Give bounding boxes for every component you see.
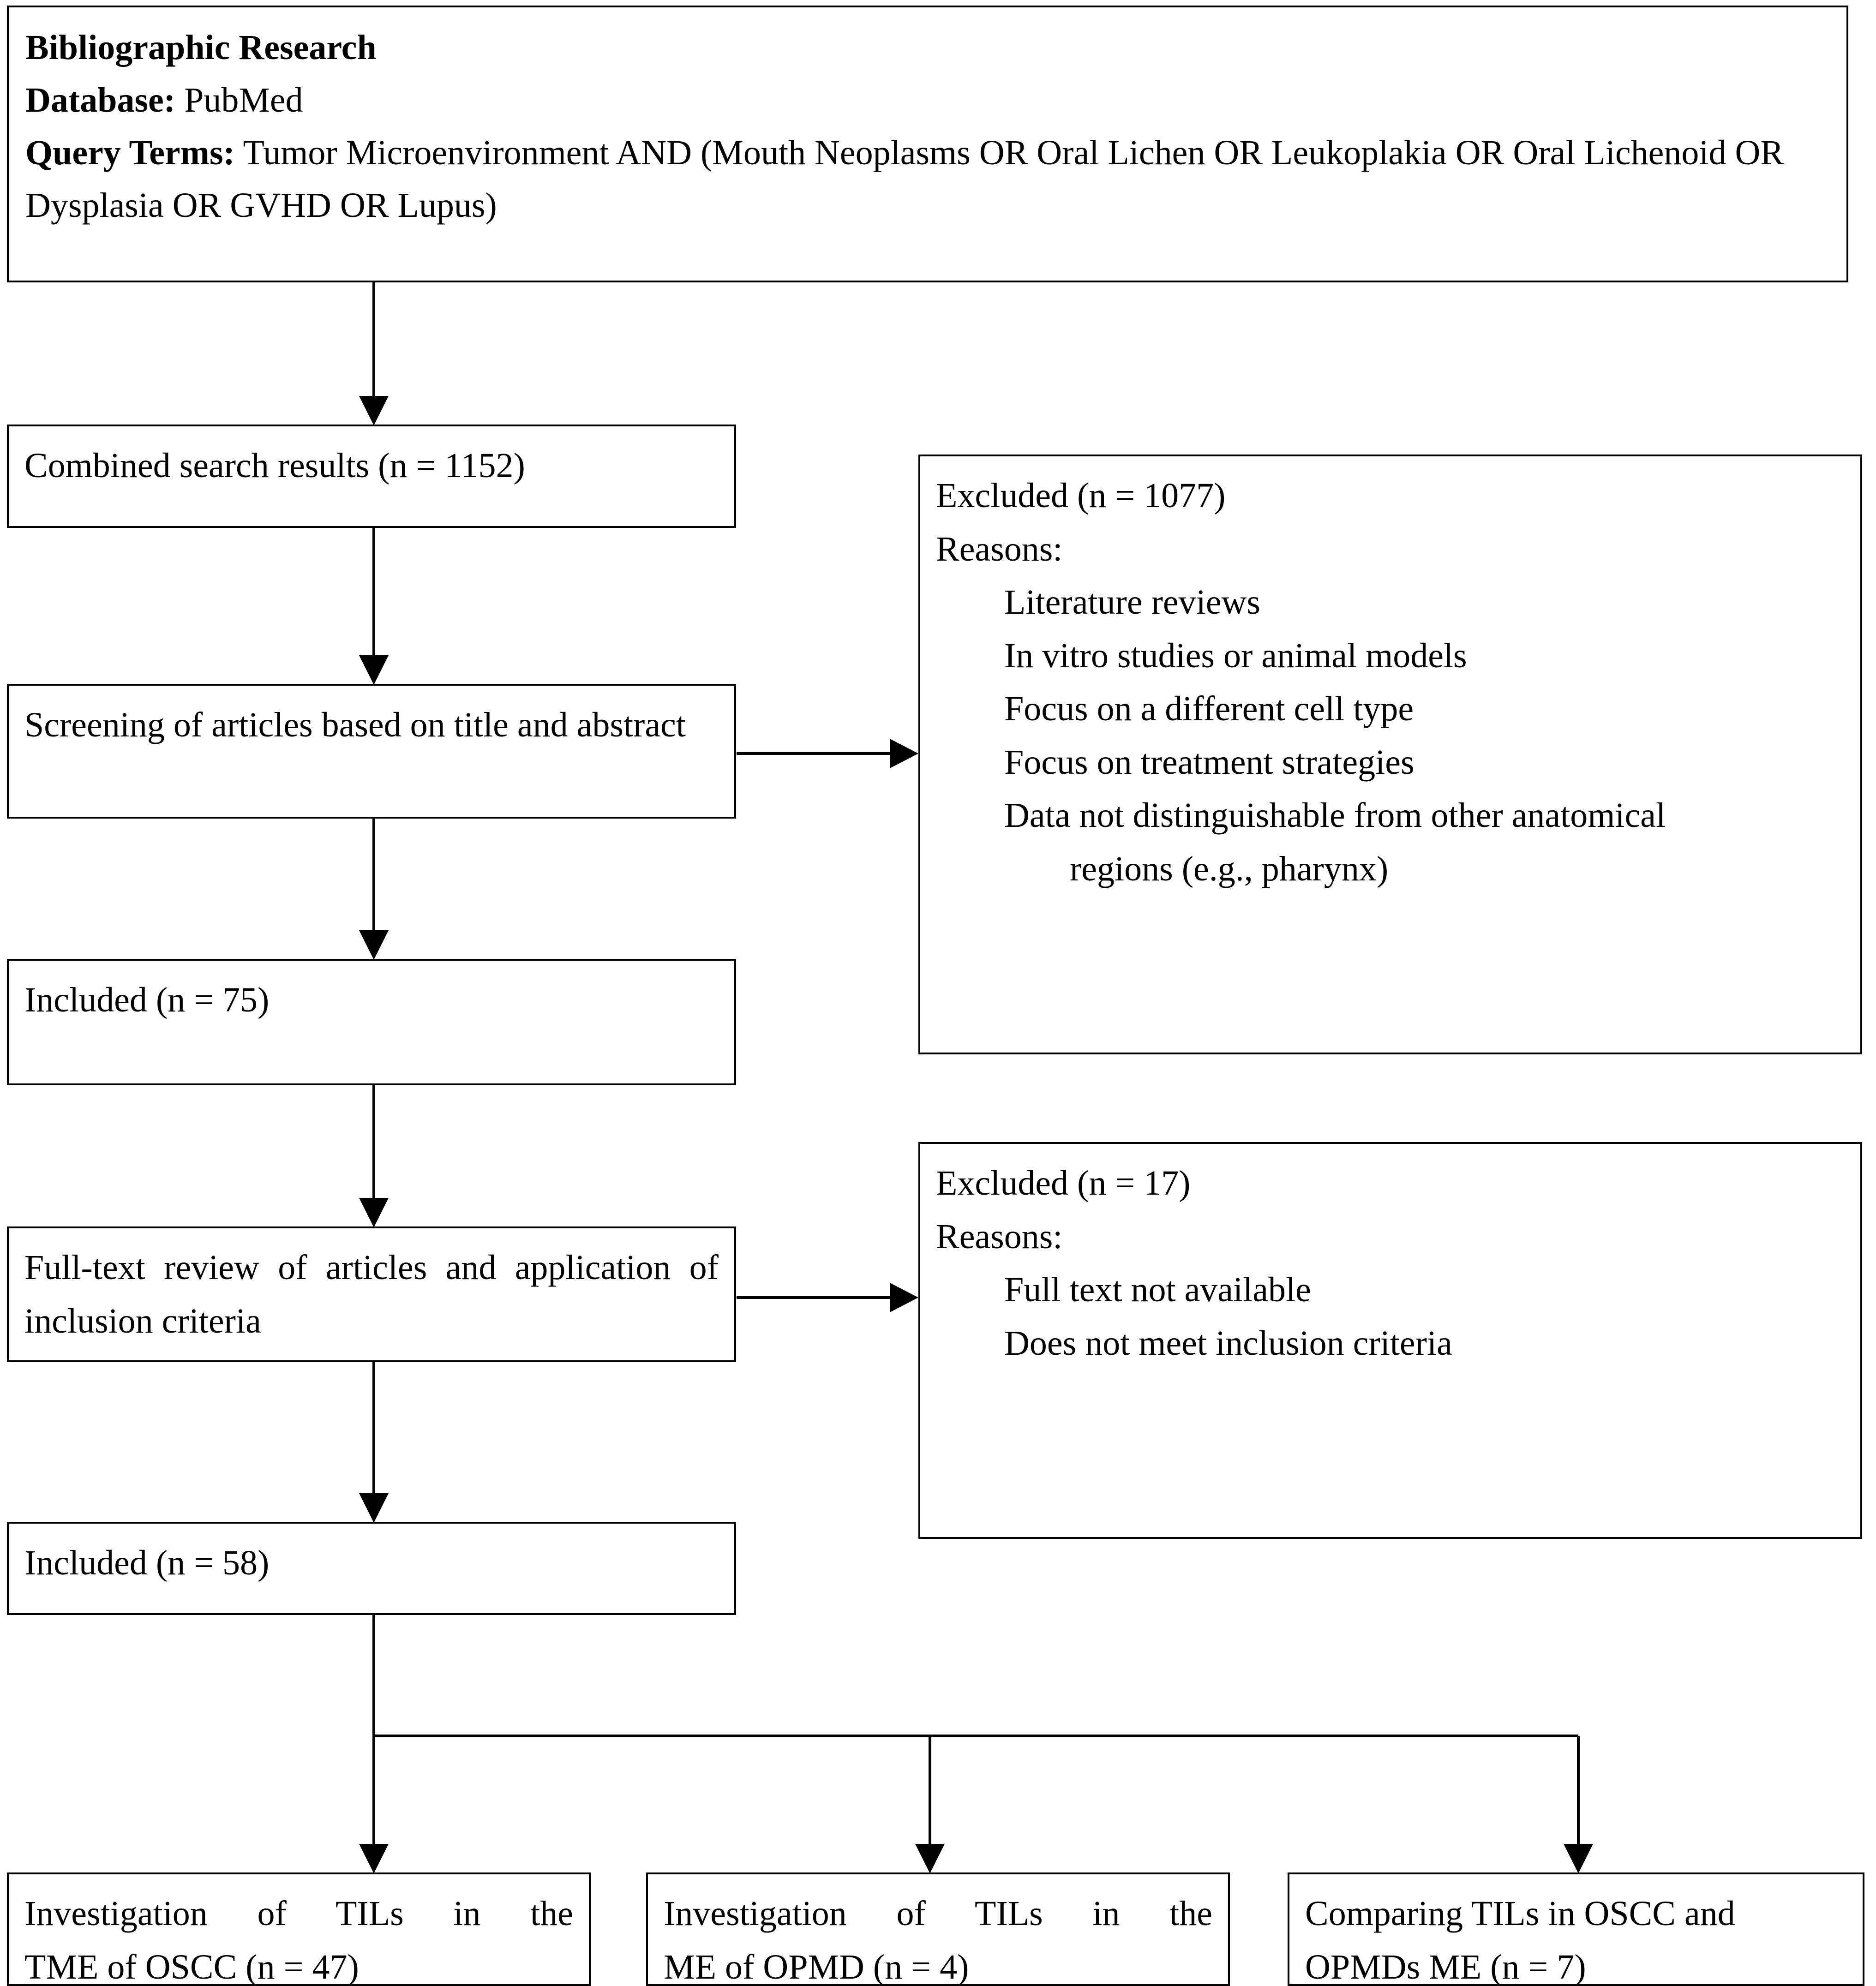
excluded-1077-box: Excluded (n = 1077) Reasons: Literature … [918, 455, 1862, 1054]
outcome-3-line-1: Comparing TILs in OSCC and [1305, 1894, 1735, 1933]
fulltext-review-label: Full-text review of articles and applica… [24, 1248, 719, 1340]
database-label: Database: [25, 81, 176, 120]
query-terms-value: Tumor Microenvironment AND (Mouth Neopla… [25, 133, 1784, 225]
excluded-17-title: Excluded (n = 17) [936, 1164, 1191, 1202]
connector-fulltext-to-excluded-17 [737, 1283, 918, 1312]
connector-fulltext-to-included-58 [359, 1362, 389, 1523]
outcome-box-comparing-oscc-opmds: Comparing TILs in OSCC and OPMDs ME (n =… [1288, 1872, 1864, 1986]
header-title: Bibliographic Research [25, 28, 377, 67]
included-58-label: Included (n = 58) [24, 1543, 270, 1582]
combined-search-results-box: Combined search results (n = 1152) [7, 425, 736, 528]
outcome-1-line-1: Investigation of TILs in the [24, 1894, 573, 1933]
database-value: PubMed [184, 81, 303, 120]
outcome-1-line-2: TME of OSCC (n = 47) [24, 1947, 359, 1986]
excluded-1077-reason-1: Literature reviews [1004, 583, 1260, 622]
bibliographic-research-box: Bibliographic Research Database: PubMed … [7, 6, 1848, 282]
connector-included75-to-fulltext [359, 1085, 389, 1227]
connector-included58-branch [359, 1615, 1593, 1873]
included-75-box: Included (n = 75) [7, 959, 736, 1085]
connector-header-to-combined [359, 282, 389, 425]
connector-screening-to-excluded-1077 [737, 739, 918, 768]
outcome-2-line-2: ME of OPMD (n = 4) [664, 1947, 969, 1986]
outcome-box-tme-oscc: Investigation of TILs in the TME of OSCC… [7, 1872, 591, 1986]
connector-screening-to-included-75 [359, 819, 389, 960]
excluded-17-reason-2: Does not meet inclusion criteria [1004, 1323, 1452, 1363]
screening-box: Screening of articles based on title and… [7, 684, 736, 819]
excluded-1077-title: Excluded (n = 1077) [936, 476, 1226, 515]
excluded-17-box: Excluded (n = 17) Reasons: Full text not… [918, 1142, 1862, 1539]
excluded-1077-reason-5-continuation: regions (e.g., pharynx) [1070, 849, 1389, 888]
excluded-1077-reason-3: Focus on a different cell type [1004, 689, 1414, 729]
excluded-1077-reason-5: Data not distinguishable from other anat… [1004, 796, 1666, 835]
excluded-1077-reason-4: Focus on treatment strategies [1004, 742, 1414, 782]
excluded-1077-reasons-label: Reasons: [936, 529, 1063, 568]
screening-label: Screening of articles based on title and… [24, 706, 686, 744]
included-75-label: Included (n = 75) [24, 981, 270, 1019]
included-58-box: Included (n = 58) [7, 1522, 736, 1615]
outcome-box-me-opmd: Investigation of TILs in the ME of OPMD … [646, 1872, 1230, 1986]
excluded-17-reasons-label: Reasons: [936, 1217, 1063, 1256]
excluded-1077-reason-2: In vitro studies or animal models [1004, 636, 1467, 675]
combined-search-results-label: Combined search results (n = 1152) [24, 446, 525, 485]
connector-combined-to-screening [359, 527, 389, 685]
header-query-line: Query Terms: Tumor Microenvironment AND … [25, 126, 1830, 232]
outcome-3-line-2: OPMDs ME (n = 7) [1305, 1947, 1586, 1986]
query-terms-label: Query Terms: [25, 133, 235, 172]
excluded-17-reason-1: Full text not available [1004, 1270, 1311, 1310]
header-database-line: Database: PubMed [25, 74, 1830, 126]
fulltext-review-box: Full-text review of articles and applica… [7, 1226, 736, 1362]
outcome-2-line-1: Investigation of TILs in the [664, 1894, 1212, 1933]
